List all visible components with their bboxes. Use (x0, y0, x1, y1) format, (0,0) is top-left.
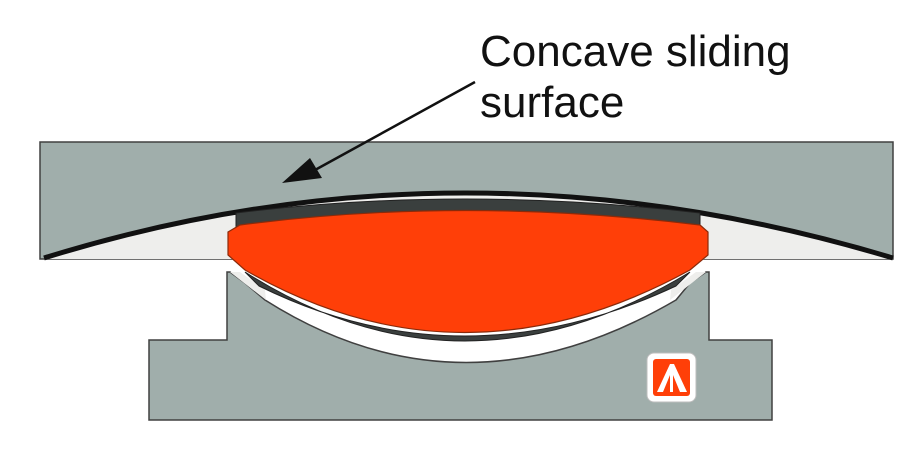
maurer-logo-icon (646, 352, 697, 403)
bottom-liner (244, 271, 691, 342)
lower-plate (148, 271, 773, 421)
lower-plate-gap-left (230, 272, 266, 300)
annotation-arrowhead (282, 158, 322, 183)
sliding-element (227, 209, 709, 333)
annotation-label-line2: surface (480, 78, 624, 127)
lower-plate-gap-right (670, 272, 706, 300)
annotation-arrow-line (314, 80, 476, 172)
annotation-label-line1: Concave sliding (480, 27, 791, 76)
concave-sliding-surface (43, 190, 894, 261)
